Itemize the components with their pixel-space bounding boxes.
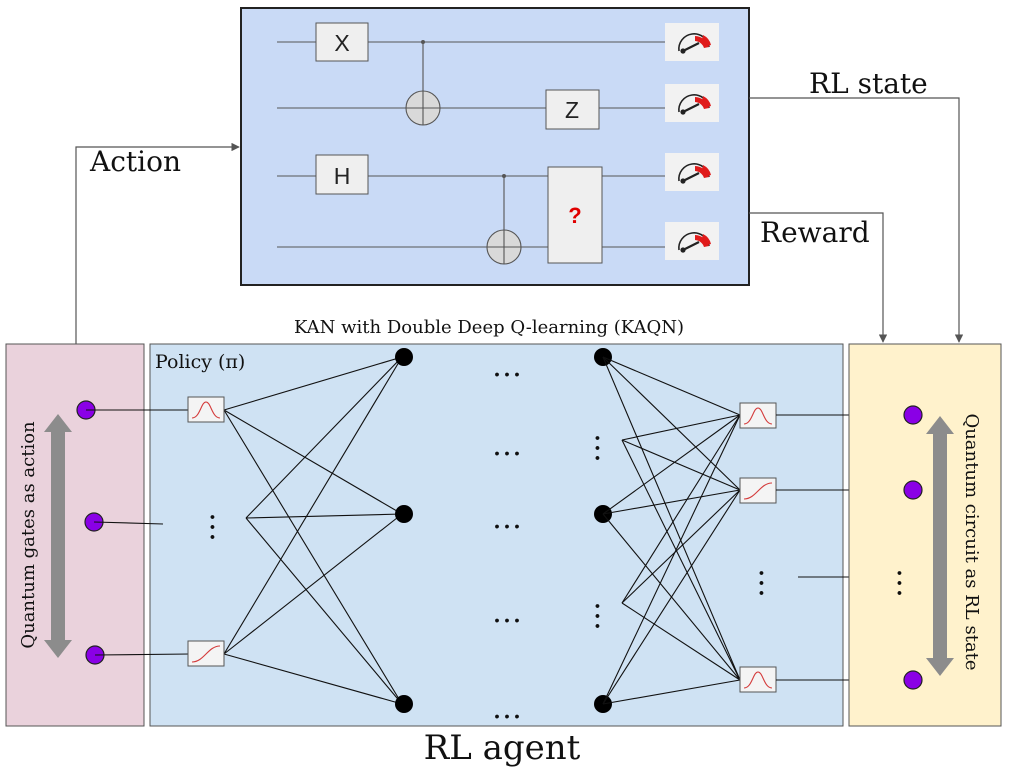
quantum-circuit-panel: X Z H ?: [240, 7, 750, 286]
gate-x: [315, 22, 369, 62]
action-range-bar: [51, 430, 65, 642]
edge: [602, 414, 741, 515]
gate-h-label: H: [334, 163, 351, 189]
horizontal-ellipsis: …: [492, 595, 522, 630]
horizontal-ellipsis: …: [492, 691, 522, 726]
cnot-1-control: [421, 40, 425, 44]
state-node-3: [903, 670, 923, 690]
gate-x-label: X: [334, 30, 349, 56]
edge: [621, 439, 741, 681]
network-panel: Policy (π) … … … …: [86, 343, 844, 727]
edge: [245, 356, 403, 519]
rl-state-arrow: [749, 97, 964, 343]
measurement-meter-icon-1: [663, 21, 721, 63]
state-range-bar: [933, 432, 947, 660]
bell-activation-icon: [739, 402, 777, 429]
gate-h: [315, 154, 369, 195]
edge: [245, 513, 403, 519]
state-panel: Quantum circuit as RL state …: [848, 343, 1002, 727]
edge: [621, 602, 741, 681]
vertical-ellipsis: …: [890, 568, 925, 598]
agent-label: RL agent: [424, 728, 581, 768]
bell-activation-icon: [739, 666, 777, 693]
action-label: Action: [89, 145, 181, 178]
network-panel-background: [149, 343, 844, 727]
cnot-2-control: [502, 174, 506, 178]
horizontal-ellipsis: …: [492, 349, 522, 384]
left-panel-label: Quantum gates as action: [18, 421, 39, 649]
edge: [621, 414, 741, 604]
edge: [602, 356, 741, 681]
vertical-ellipsis: …: [203, 512, 238, 542]
hidden-node: [395, 695, 413, 713]
horizontal-ellipsis: …: [492, 428, 522, 463]
sigmoid-activation-icon: [187, 640, 225, 667]
edge: [223, 356, 403, 655]
edge: [223, 356, 403, 411]
edge: [245, 517, 403, 705]
measurement-meter-icon-3: [663, 151, 721, 193]
edge: [223, 653, 403, 705]
left-edges: [223, 356, 403, 705]
action-arrow: [75, 142, 240, 344]
edge: [602, 356, 741, 491]
gate-unknown: [547, 166, 603, 264]
edge: [223, 409, 403, 515]
hidden-node: [395, 348, 413, 366]
vertical-ellipsis: …: [588, 601, 623, 631]
state-panel-background: [848, 343, 1002, 727]
edge: [602, 489, 741, 705]
action-range-arrow-down: [44, 640, 72, 658]
hidden-node: [395, 505, 413, 523]
state-node-1: [903, 405, 923, 425]
gate-unknown-label: ?: [568, 203, 581, 228]
rl-state-label: RL state: [809, 67, 928, 100]
edge: [602, 414, 741, 705]
vertical-ellipsis: …: [752, 568, 787, 598]
input-link-3: [94, 653, 191, 656]
right-panel-label: Quantum circuit as RL state: [961, 413, 982, 670]
reward-label: Reward: [760, 216, 870, 249]
state-range-arrow-up: [926, 416, 954, 434]
input-link-2: [93, 521, 164, 525]
action-panel: Quantum gates as action: [5, 343, 145, 727]
measurement-meter-icon-2: [663, 82, 721, 124]
reward-arrow: [749, 212, 888, 343]
bell-activation-icon: [187, 396, 225, 423]
edge: [223, 409, 403, 705]
state-node-2: [903, 480, 923, 500]
action-panel-background: [5, 343, 145, 727]
edge: [621, 489, 741, 604]
edge: [621, 414, 741, 441]
edge: [223, 513, 403, 655]
edge: [602, 679, 741, 705]
edge: [602, 489, 741, 515]
sigmoid-activation-icon: [739, 477, 777, 504]
diagram-title: KAN with Double Deep Q-learning (KAQN): [294, 317, 684, 338]
policy-label: Policy (π): [155, 351, 245, 373]
gate-z: [545, 89, 600, 130]
right-edges: [602, 356, 741, 705]
horizontal-ellipsis: …: [492, 501, 522, 536]
flow-arrows: [75, 97, 964, 344]
edge: [621, 439, 741, 491]
action-range-arrow-up: [44, 414, 72, 432]
edge: [602, 356, 741, 416]
vertical-ellipsis: …: [588, 433, 623, 463]
gate-z-label: Z: [565, 97, 579, 123]
state-range-arrow-down: [926, 658, 954, 676]
measurement-meter-icon-4: [663, 220, 721, 262]
